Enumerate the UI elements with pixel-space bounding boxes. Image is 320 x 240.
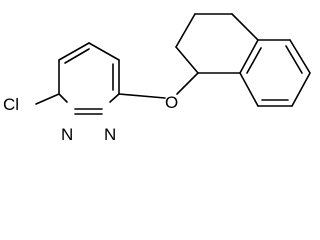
bond-c4-c5-inner xyxy=(64,48,90,64)
tetralin-saturated-ring xyxy=(175,13,259,74)
bond-c6-c7 xyxy=(291,72,311,107)
chlorine-label: Cl xyxy=(3,95,19,114)
bond-c5-c6-inner xyxy=(285,45,303,74)
bond-c8a-c4a-inner xyxy=(246,47,262,74)
bond-c2p-c3p xyxy=(175,13,196,48)
bond-c1p-c2p xyxy=(175,46,199,74)
bond-n1-c3 xyxy=(58,93,68,103)
bond-c1-o xyxy=(118,93,166,99)
bond-c5-c6 xyxy=(289,39,311,74)
oxygen-label: O xyxy=(165,93,178,112)
bond-c3-cl xyxy=(35,93,60,105)
bond-c5-c6 xyxy=(88,42,120,61)
chemical-structure-diagram: Cl N N O xyxy=(3,13,311,144)
bond-c4-c5 xyxy=(58,42,90,61)
bond-c8-c8a xyxy=(239,72,259,107)
bond-c8a-c4a xyxy=(239,39,259,74)
benzene-ring xyxy=(239,39,311,107)
bond-c4p-c4a xyxy=(231,13,259,41)
nitrogen-label-2: N xyxy=(104,125,116,144)
nitrogen-label-1: N xyxy=(61,125,73,144)
bond-c1-n2 xyxy=(109,93,120,103)
bond-o-ch xyxy=(176,72,199,95)
pyridazine-ring xyxy=(58,42,120,115)
